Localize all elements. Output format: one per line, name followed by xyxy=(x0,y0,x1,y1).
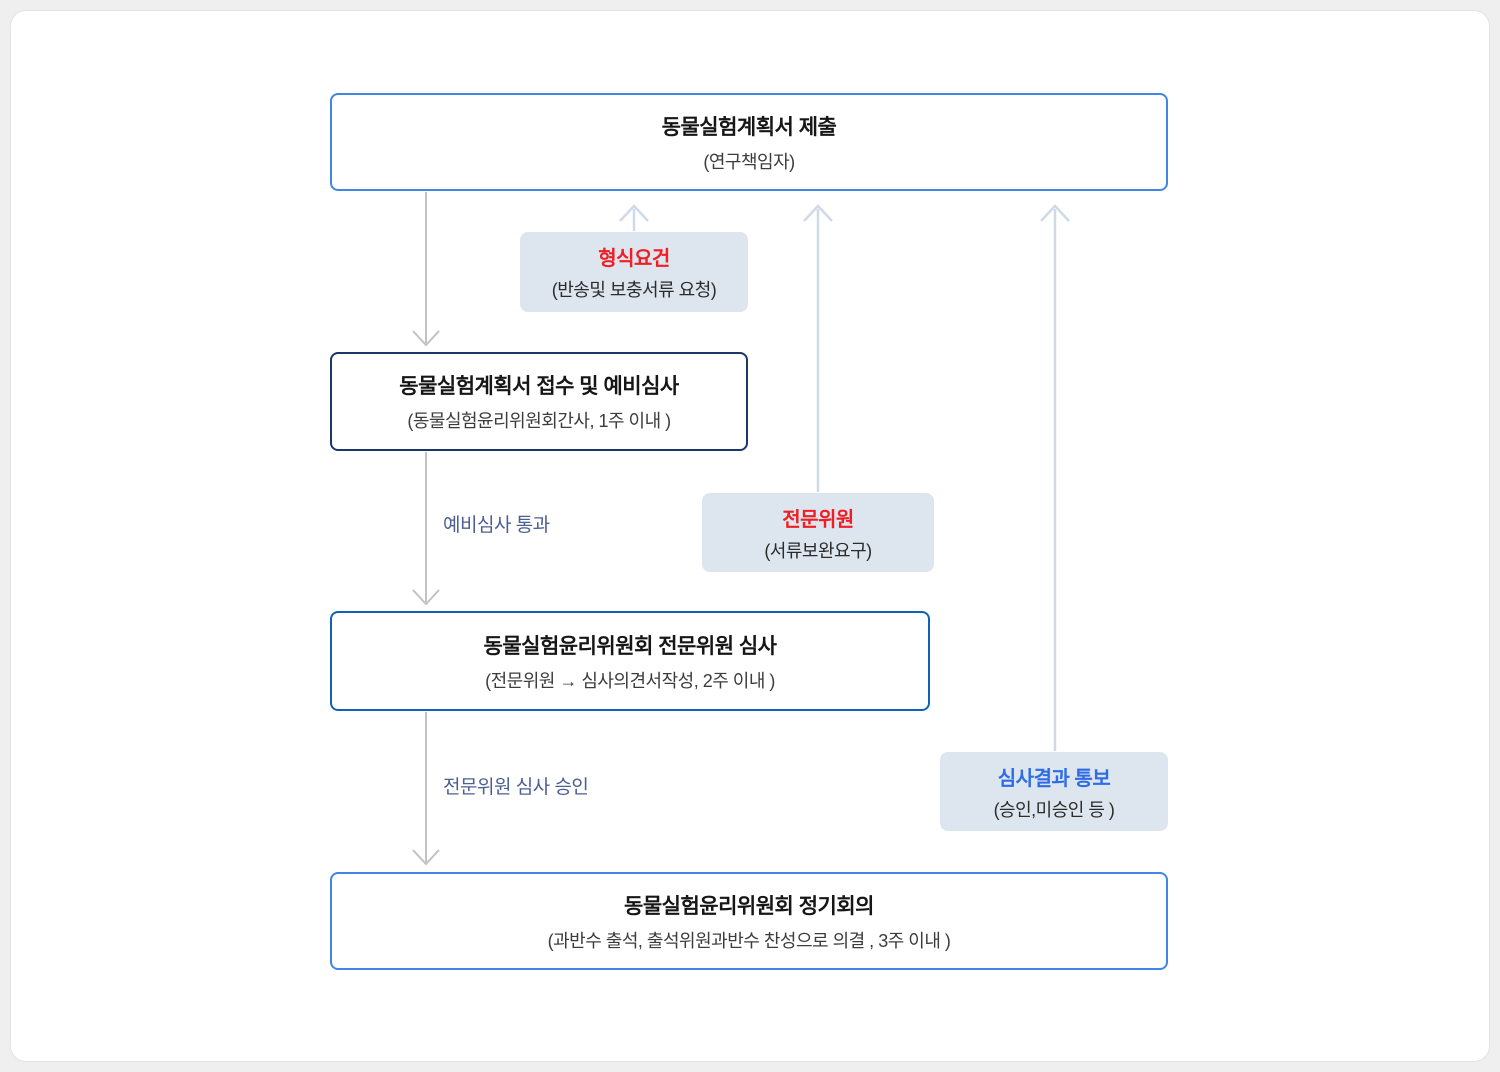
step-subtitle: (과반수 출석, 출석위원과반수 찬성으로 의결 , 3주 이내 ) xyxy=(547,930,951,951)
step-title: 동물실험계획서 제출 xyxy=(661,115,837,139)
note-subtitle: (반송및 보충서류 요청) xyxy=(551,280,717,300)
note-subtitle: (승인,미승인 등 ) xyxy=(993,799,1115,820)
step-subtitle: (전문위원 → 심사의견서작성, 2주 이내 ) xyxy=(485,670,775,691)
edge-label-expert-approved: 전문위원 심사 승인 xyxy=(443,777,589,798)
step-subtitle: (연구책임자) xyxy=(703,151,795,172)
step-box-expert-review: 동물실험윤리위원회 전문위원 심사 (전문위원 → 심사의견서작성, 2주 이내… xyxy=(330,611,930,711)
step-box-meeting: 동물실험윤리위원회 정기회의 (과반수 출석, 출석위원과반수 찬성으로 의결 … xyxy=(330,872,1168,970)
note-subtitle: (서류보완요구) xyxy=(764,540,872,561)
note-box-formality: 형식요건 (반송및 보충서류 요청) xyxy=(520,232,748,312)
note-box-expert: 전문위원 (서류보완요구) xyxy=(702,493,934,572)
step-box-submit: 동물실험계획서 제출 (연구책임자) xyxy=(330,93,1168,191)
step-subtitle: (동물실험윤리위원회간사, 1주 이내 ) xyxy=(407,411,671,431)
note-title: 형식요건 xyxy=(598,248,670,270)
edge-label-prelim-pass: 예비심사 통과 xyxy=(443,515,550,536)
step-box-receipt: 동물실험계획서 접수 및 예비심사 (동물실험윤리위원회간사, 1주 이내 ) xyxy=(330,352,748,451)
step-title: 동물실험윤리위원회 전문위원 심사 xyxy=(483,634,777,658)
note-title: 심사결과 통보 xyxy=(997,767,1111,790)
note-title: 전문위원 xyxy=(782,508,854,531)
step-title: 동물실험계획서 접수 및 예비심사 xyxy=(399,375,679,398)
step-title: 동물실험윤리위원회 정기회의 xyxy=(624,894,875,918)
note-box-result: 심사결과 통보 (승인,미승인 등 ) xyxy=(940,752,1168,831)
